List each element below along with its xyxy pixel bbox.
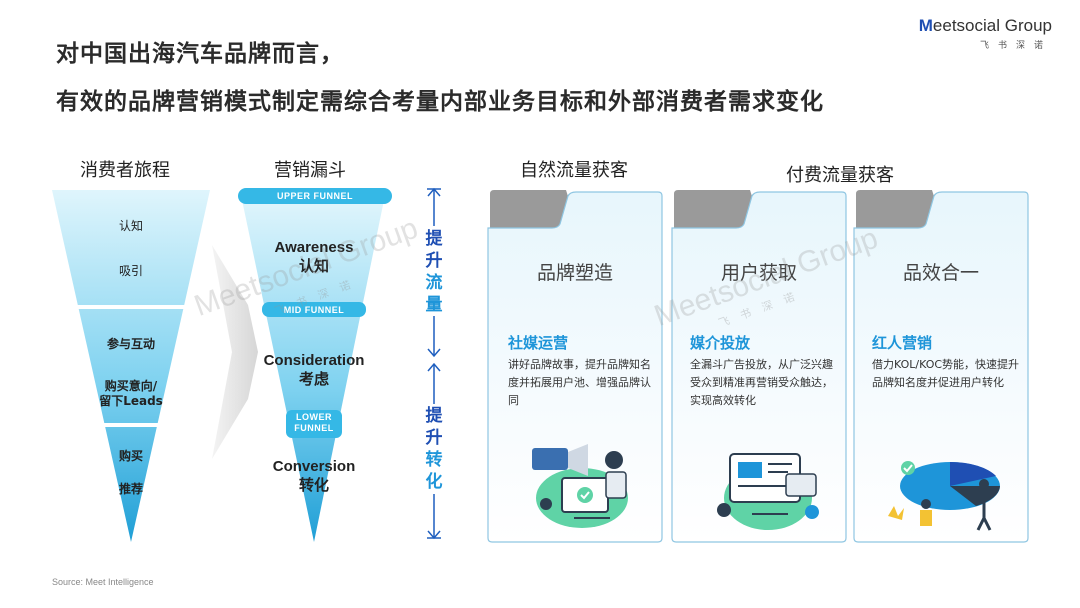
card-user-acquisition-desc: 全漏斗广告投放，从广泛兴趣受众到精准再营销受众触达，实现高效转化 <box>690 358 833 407</box>
marketing-funnel-heading: 营销漏斗 <box>274 160 346 181</box>
journey-stage-purchase: 购买 <box>118 449 143 463</box>
side-label-conversion-1: 提 <box>425 406 443 426</box>
upper-funnel-pill: UPPER FUNNEL <box>276 191 353 201</box>
card-brand-performance-desc: 借力KOL/KOC势能，快速提升品牌知名度并促进用户转化 <box>872 358 1020 389</box>
side-label-traffic-1: 提 <box>425 229 443 249</box>
card-brand-performance-subtitle: 红人营销 <box>872 334 933 352</box>
journey-stage-intent: 购买意向/ 留下Leads <box>99 379 163 408</box>
side-label-conversion-3: 转 <box>425 450 443 470</box>
paid-traffic-heading: 付费流量获客 <box>786 165 894 186</box>
source-note: Source: Meet Intelligence <box>52 577 154 587</box>
consumer-journey-funnel <box>50 190 212 542</box>
funnel-stage-conversion-en: Conversion <box>272 458 356 475</box>
journey-stage-recommend: 推荐 <box>118 482 143 496</box>
funnel-stage-consideration-zh: 考虑 <box>298 371 329 388</box>
page-title-line1: 对中国出海汽车品牌而言， <box>56 41 344 67</box>
company-logo: Meetsocial Group 飞书深诺 <box>918 16 1052 51</box>
card-user-acquisition-title: 用户获取 <box>720 262 797 284</box>
card-brand-building-desc: 讲好品牌故事，提升品牌知名度并拓展用户池、增强品牌认同 <box>508 358 651 407</box>
funnel-stage-consideration-en: Consideration <box>263 352 365 369</box>
card-brand-building-subtitle: 社媒运营 <box>508 334 569 352</box>
side-label-traffic-2: 升 <box>425 251 443 271</box>
card-brand-performance-title: 品效合一 <box>902 262 979 284</box>
mid-funnel-pill: MID FUNNEL <box>283 305 345 315</box>
consumer-journey-heading: 消费者旅程 <box>80 160 170 181</box>
social-media-illustration-icon <box>532 444 628 528</box>
marketing-funnel <box>238 188 392 542</box>
media-buying-illustration-icon <box>717 453 819 530</box>
journey-stage-attract: 吸引 <box>118 264 143 278</box>
card-brand-building-title: 品牌塑造 <box>536 262 613 284</box>
side-label-traffic-3: 流 <box>425 273 443 293</box>
journey-stage-awareness: 认知 <box>118 219 143 233</box>
funnel-stage-awareness-zh: 认知 <box>298 258 329 275</box>
bracket-label-bg-conversion <box>425 404 443 494</box>
funnel-stage-awareness-en: Awareness <box>274 239 354 256</box>
side-label-conversion-4: 化 <box>425 472 443 492</box>
funnel-stage-conversion-zh: 转化 <box>298 477 329 494</box>
bracket-label-bg-traffic <box>425 226 443 316</box>
page-title-line2: 有效的品牌营销模式制定需综合考量内部业务目标和外部消费者需求变化 <box>56 89 824 115</box>
card-user-acquisition-subtitle: 媒介投放 <box>690 334 751 352</box>
organic-traffic-heading: 自然流量获客 <box>520 160 628 181</box>
journey-stage-engage: 参与互动 <box>106 337 155 351</box>
side-label-traffic-4: 量 <box>425 295 443 315</box>
influencer-illustration-icon <box>888 461 1000 531</box>
lower-funnel-pill: LOWER FUNNEL <box>294 412 334 433</box>
side-label-conversion-2: 升 <box>425 428 443 448</box>
arrow-right-icon <box>212 245 258 459</box>
